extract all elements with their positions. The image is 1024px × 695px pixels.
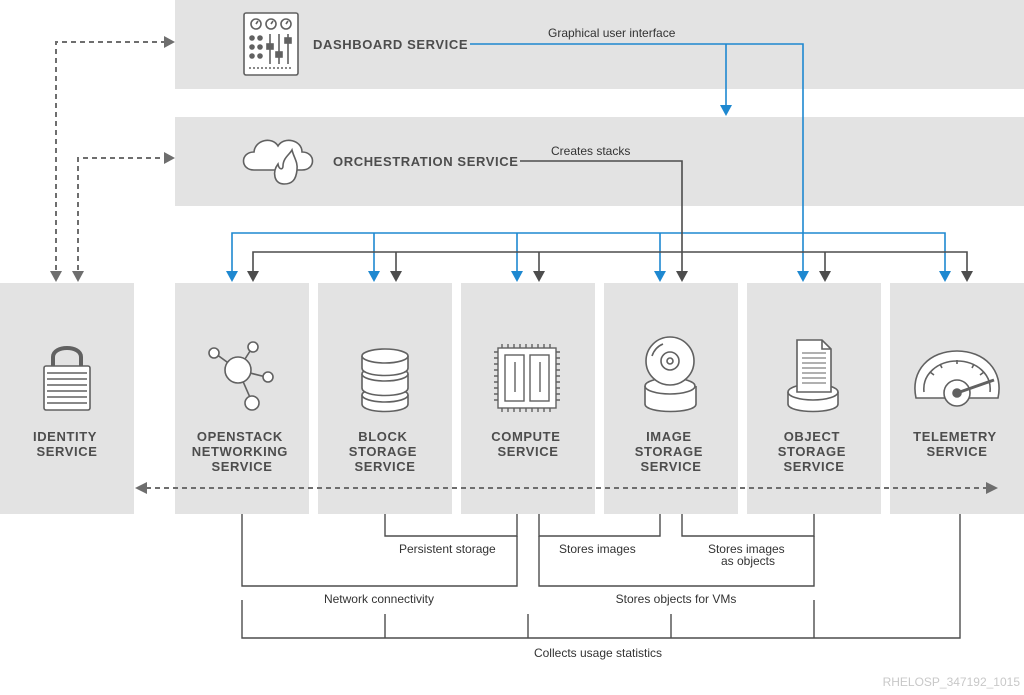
- padlock-icon: [43, 346, 91, 411]
- creates-stacks-label: Creates stacks: [551, 144, 630, 158]
- object-storage-title: OBJECT STORAGE SERVICE: [778, 429, 850, 474]
- figure-id: RHELOSP_347192_1015: [883, 675, 1021, 689]
- identity-dashed-arrowheads: [50, 36, 175, 282]
- horizontal-dashed-arrowheads: [135, 482, 998, 494]
- creates-stacks-connector: [252, 160, 968, 272]
- identity-dashed-links: [55, 41, 165, 270]
- bottom-relationship-brackets: [241, 514, 961, 639]
- gauge-icon: [914, 350, 1000, 407]
- stores-images-label: Stores images: [559, 542, 636, 556]
- stores-objects-vms-label: Stores objects for VMs: [616, 592, 737, 606]
- compute-title: COMPUTE SERVICE: [491, 429, 564, 459]
- graphical-ui-label: Graphical user interface: [548, 26, 676, 40]
- document-icon: [787, 339, 839, 413]
- cloud-flame-icon: [242, 139, 314, 185]
- disc-icon: [644, 336, 697, 413]
- gray-arrowheads: [247, 271, 973, 282]
- orchestration-title: ORCHESTRATION SERVICE: [333, 154, 518, 169]
- stores-images-objects-label: Stores images as objects: [708, 542, 788, 568]
- dashboard-control-panel-icon: [243, 12, 299, 76]
- identity-title: IDENTITY SERVICE: [33, 429, 101, 459]
- telemetry-title: TELEMETRY SERVICE: [913, 429, 1001, 459]
- cpu-chip-icon: [494, 344, 560, 412]
- persistent-storage-label: Persistent storage: [399, 542, 496, 556]
- networking-title: OPENSTACK NETWORKING SERVICE: [192, 429, 293, 474]
- networking-panel: [175, 283, 309, 514]
- dashboard-title: DASHBOARD SERVICE: [313, 37, 468, 52]
- database-stack-icon: [361, 348, 409, 413]
- blue-arrowheads: [226, 105, 951, 282]
- network-connectivity-label: Network connectivity: [324, 592, 434, 606]
- image-storage-title: IMAGE STORAGE SERVICE: [635, 429, 707, 474]
- collects-usage-label: Collects usage statistics: [534, 646, 662, 660]
- network-nodes-icon: [208, 341, 274, 411]
- block-storage-title: BLOCK STORAGE SERVICE: [349, 429, 421, 474]
